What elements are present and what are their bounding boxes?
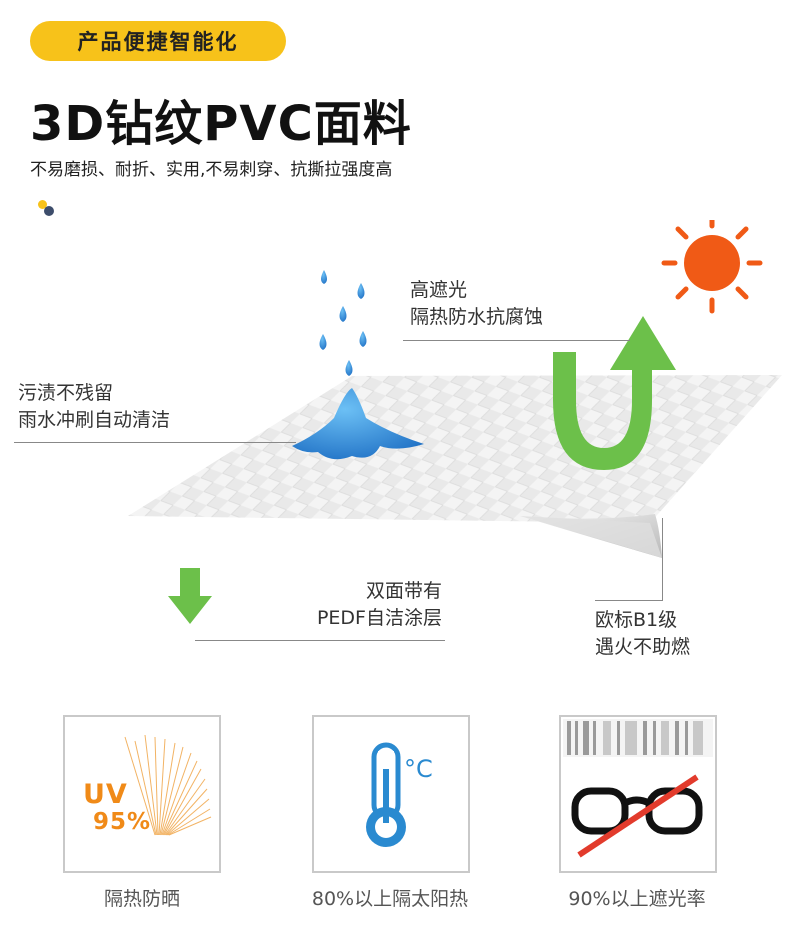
callout-rule-dirt [14, 442, 296, 443]
callout-fire: 欧标B1级 遇火不助燃 [595, 607, 690, 661]
uv-percent: 95% [93, 809, 152, 835]
category-badge: 产品便捷智能化 [30, 21, 286, 61]
callout-dirt-line2: 雨水冲刷自动清洁 [18, 409, 171, 431]
red-slash [577, 774, 699, 858]
feature-label-shade: 90%以上遮光率 [568, 888, 706, 910]
callout-rule-fire [595, 600, 663, 601]
navy-dot [44, 206, 54, 216]
no-glasses-icon [563, 719, 713, 858]
page-subtitle: 不易磨损、耐折、实用,不易刺穿、抗撕拉强度高 [30, 160, 393, 180]
category-badge-label: 产品便捷智能化 [77, 30, 239, 54]
thermometer-icon [366, 742, 406, 847]
feature-card-shade [559, 715, 717, 873]
sun-icon [661, 220, 763, 314]
callout-coating-line1: 双面带有 [365, 580, 442, 602]
down-arrow-icon [168, 568, 212, 624]
barcode-pattern [563, 719, 713, 757]
fabric-sheet [128, 375, 782, 523]
callout-coating: 双面带有 PEDF自洁涂层 [292, 578, 442, 632]
callout-light: 高遮光 隔热防水抗腐蚀 [410, 277, 543, 331]
feature-card-uv: UV 95% [63, 715, 221, 873]
callout-fire-line1: 欧标B1级 [595, 609, 678, 631]
feature-label-heat: 80%以上隔太阳热 [311, 888, 469, 910]
reflect-arrow-icon [553, 316, 676, 470]
celsius-symbol: °C [404, 755, 433, 783]
callout-light-line1: 高遮光 [410, 279, 468, 301]
feature-label-uv: 隔热防晒 [103, 888, 180, 910]
callout-rule-coating [195, 640, 445, 641]
uv-label: UV [83, 779, 128, 810]
callout-light-line2: 隔热防水抗腐蚀 [410, 306, 544, 328]
page-title: 3D钻纹PVC面料 [30, 96, 412, 152]
feature-card-heat: °C [312, 715, 470, 873]
callout-fire-line2: 遇火不助燃 [595, 636, 691, 658]
yellow-dot [38, 200, 47, 209]
callout-dirt: 污渍不残留 雨水冲刷自动清洁 [18, 380, 170, 434]
callout-dirt-line1: 污渍不残留 [18, 382, 114, 404]
decorative-dots [38, 200, 58, 220]
callout-rule-light [403, 340, 630, 341]
fabric-illustration [128, 220, 782, 624]
callout-rule-fire-vertical [662, 518, 663, 600]
water-drops-icon [292, 270, 424, 460]
callout-coating-line2: PEDF自洁涂层 [316, 607, 442, 629]
uv-rays-icon [124, 734, 212, 836]
